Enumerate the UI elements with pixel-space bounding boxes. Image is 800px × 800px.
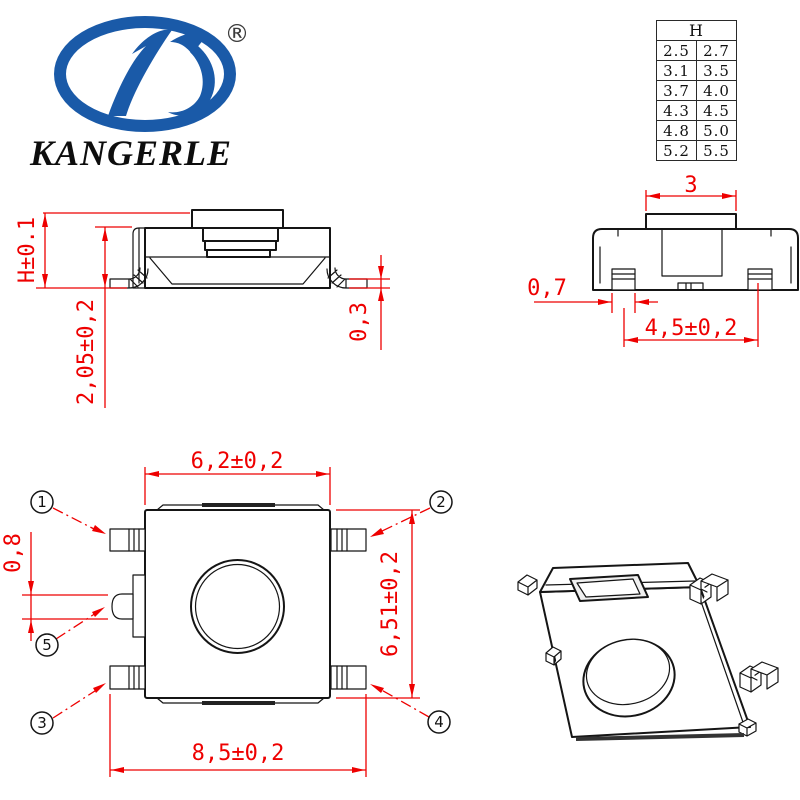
table-cell: 5.2 <box>656 140 697 161</box>
iso-bottom-tab <box>738 718 757 737</box>
iso-lead-lower <box>739 661 779 693</box>
top-view-leads <box>109 528 367 690</box>
table-row: 4.8 5.0 <box>656 120 737 141</box>
top-view-button-inner <box>194 563 281 650</box>
callout-circle-icon <box>35 633 59 657</box>
table-cell: 3.7 <box>656 80 697 101</box>
table-cell: 5.5 <box>696 140 737 161</box>
dim-overall-height: H±0.1 <box>15 217 40 283</box>
dimension-arrows <box>28 471 415 773</box>
top-view-side-plate <box>132 574 146 638</box>
table-header-h: H <box>656 20 737 41</box>
iso-view-drawing <box>517 562 779 741</box>
dim-body-height: 2,05±0,2 <box>74 299 99 405</box>
lead-pitch-dimension-lines <box>623 283 759 347</box>
side-view-dimension-lines <box>36 212 190 408</box>
callout-4: 4 <box>427 710 451 734</box>
callout-label: 3 <box>37 714 47 732</box>
callout-5: 5 <box>35 633 59 657</box>
dim-body-width: 6,2±0,2 <box>191 449 284 474</box>
side-view-right-lead <box>326 267 368 289</box>
brand-logo-icon: ® <box>54 16 250 132</box>
table-row: 5.2 5.5 <box>656 140 737 161</box>
callout-circle-icon <box>30 490 54 514</box>
dim-lead-thickness: 0,3 <box>347 302 372 342</box>
table-cell: 4.8 <box>656 120 697 141</box>
iso-left-mid-tab <box>545 646 562 666</box>
height-options-table: H 2.5 2.7 3.1 3.5 3.7 4.0 4.3 4.5 4.8 5. <box>656 20 737 161</box>
top-view-lead-bend-lines <box>128 528 348 690</box>
callout-label: 4 <box>434 713 444 731</box>
logo-k-hook <box>168 46 215 116</box>
brand-logo: ® <box>30 12 265 177</box>
table-row: 4.3 4.5 <box>656 100 737 121</box>
dim-lead-width: 0,7 <box>527 276 567 301</box>
table-row: 3.1 3.5 <box>656 60 737 81</box>
top-view-side-bump <box>111 593 134 620</box>
callout-3: 3 <box>30 711 54 735</box>
callout-2: 2 <box>429 490 453 514</box>
top-view-body <box>144 509 331 699</box>
callout-circle-icon <box>429 490 453 514</box>
top-view-dimension-lines <box>22 467 420 777</box>
callout-label: 1 <box>37 493 47 511</box>
callout-circle-icon <box>30 711 54 735</box>
front-view-stem <box>645 213 737 230</box>
callout-label: 2 <box>436 493 446 511</box>
side-view-stem <box>191 209 284 229</box>
callout-label: 5 <box>42 636 52 654</box>
table-cell: 5.0 <box>696 120 737 141</box>
iso-bottom-shadow-edge <box>575 733 745 741</box>
table-cell: 4.3 <box>656 100 697 121</box>
side-view-frame <box>144 256 331 285</box>
dim-bump-width: 0,8 <box>1 533 26 573</box>
iso-lead-upper <box>689 573 729 605</box>
dim-lead-pitch: 4,5±0,2 <box>645 316 738 341</box>
iso-slot-inner <box>576 578 641 598</box>
table-row: 2.5 2.7 <box>656 40 737 61</box>
dimension-arrows <box>598 299 649 305</box>
front-view-feet-lines <box>611 273 773 280</box>
registered-trademark-icon: ® <box>225 19 250 48</box>
top-view-button-outer <box>190 559 285 654</box>
dimension-arrows <box>42 214 108 287</box>
top-view-drawing: 6,2±0,2 8,5±0,2 6,51±0,2 0,8 1 2 3 4 <box>1 449 453 777</box>
callout-circle-icon <box>427 710 451 734</box>
front-view-feet <box>611 268 773 291</box>
brand-name: KANGERLE <box>30 133 233 173</box>
iso-button-top <box>585 638 671 706</box>
dimension-arrows <box>378 266 384 301</box>
stem-width-dimension-lines <box>645 190 737 211</box>
callout-1: 1 <box>30 490 54 514</box>
side-view-center-stack <box>202 227 279 258</box>
dim-stem-width: 3 <box>684 173 697 198</box>
front-view-body <box>592 228 799 291</box>
dim-body-depth: 6,51±0,2 <box>378 551 403 657</box>
table-header-row: H <box>656 20 737 41</box>
side-view-drawing: H±0.1 2,05±0,2 0,3 <box>15 209 390 408</box>
iso-right-edge-inner <box>696 589 746 729</box>
pin-leader-lines <box>52 507 431 719</box>
front-view-details <box>599 228 792 291</box>
logo-k-bar <box>108 30 172 116</box>
front-view-drawing: 3 0,7 4,5±0,2 <box>527 173 799 347</box>
dim-overall-width: 8,5±0,2 <box>192 741 285 766</box>
iso-left-top-tab <box>517 574 538 596</box>
logo-ellipse-ring <box>54 16 236 132</box>
side-view-left-lead <box>109 267 149 289</box>
logo-k-flag <box>170 32 208 54</box>
top-view-cap-edges <box>156 504 325 704</box>
top-view-cap-thick-edges <box>202 503 275 705</box>
